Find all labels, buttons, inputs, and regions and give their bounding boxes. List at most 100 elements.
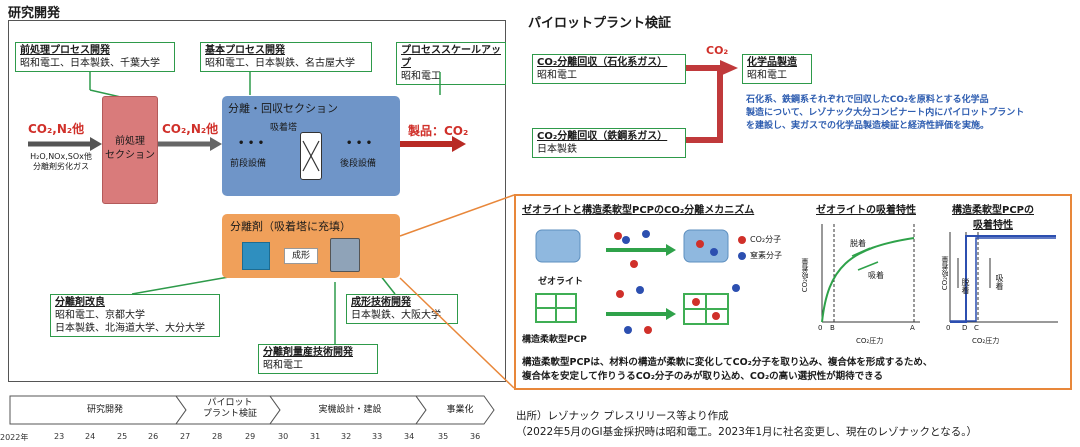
basic-dev-members: 昭和電工、日本製鉄、名古屋大学 [205,58,355,69]
pcp-chart-title-1: 構造柔軟型PCPの [952,205,1034,216]
zeolite-adsorb: 吸着 [868,271,884,280]
sorbent-improve-box: 分離剤改良 昭和電工、京都大学 日本製鉄、北海道大学、大分大学 [50,294,220,337]
product-label: 製品：CO₂ [408,124,469,138]
basic-dev-box: 基本プロセス開発 昭和電工、日本製鉄、名古屋大学 [200,42,372,72]
forming-label: 成形 [291,251,310,261]
year-11: 33 [372,432,383,441]
separation-title: 分離・回収セクション [228,102,338,115]
petro-title: CO₂分離回収（石化系ガス） [537,57,668,68]
mechanism-illustration [535,229,746,334]
year-8: 30 [278,432,289,441]
zeolite-isotherm-chart [821,224,920,323]
pilot-co2-tag: CO₂ [706,44,729,57]
pilot-desc-line-1: 石化系、鉄鋼系それぞれで回収したCO₂を原料とする化学品 [746,95,989,105]
phase-design: 実機設計・建設 [318,405,382,415]
mass-dev-members: 昭和電工 [263,360,303,371]
rear-equipment: 後段設備 [340,159,377,169]
pcp-x-axis: CO₂圧力 [972,337,1000,345]
year-12: 34 [404,432,415,441]
pcp-desorb: 脱着 [961,278,970,294]
chem-box: 化学品製造 昭和電工 [742,54,812,84]
sorbent-improve-line2: 日本製鉄、北海道大学、大分大学 [55,323,205,334]
pretreat-label-1: 前処理 [115,136,145,147]
year-5: 27 [180,432,191,441]
separation-section: 分離・回収セクション 吸着塔 • • • 前段設備 • • • 後段設備 [222,96,400,196]
mass-dev-box: 分離剤量産技術開発 昭和電工 [258,344,378,374]
basic-dev-title: 基本プロセス開発 [205,45,285,56]
mechanism-panel: ゼオライトと構造柔軟型PCPのCO₂分離メカニズム ゼオライトの吸着特性 構造柔… [514,194,1072,390]
phase-rnd: 研究開発 [86,405,123,415]
pcp-tick-0: 0 [946,324,951,332]
timeline-arrows [9,395,495,425]
mechanism-title: ゼオライトと構造柔軟型PCPのCO₂分離メカニズム [522,205,755,216]
year-3: 25 [117,432,128,441]
zeolite-y-axis: CO₂吸着量 [801,258,809,293]
steel-box: CO₂分離回収（鉄鋼系ガス） 日本製鉄 [532,128,686,158]
sorbent-powder-image [242,242,270,270]
legend-co2: CO₂分子 [750,235,782,244]
pretreat-dev-box: 前処理プロセス開発 昭和電工、日本製鉄、千葉大学 [15,42,175,72]
chem-title: 化学品製造 [747,57,797,68]
pilot-desc-line-2: 製造について、レゾナック大分コンビナート内にパイロットプラント [746,108,1025,118]
year-1: 23 [54,432,65,441]
adsorber-column [300,132,322,180]
pcp-tick-d: D [962,324,968,332]
zeolite-tick-a: A [910,324,915,332]
pretreat-dev-title: 前処理プロセス開発 [20,45,110,56]
zeolite-x-axis: CO₂圧力 [856,337,884,345]
input-sub-labels: H₂O,NOx,SOx他 分離剤劣化ガス [24,152,98,172]
pilot-desc-line-3: を建設し、実ガスでの化学品製造検証と経済性評価を実施。 [746,121,990,131]
sorbent-section: 分離剤（吸着塔に充填） 成形 [222,214,400,278]
section-title-pilot: パイロットプラント検証 [528,16,672,31]
front-equipment: 前段設備 [230,159,267,169]
forming-dev-box: 成形技術開発 日本製鉄、大阪大学 [346,294,458,324]
chem-members: 昭和電工 [747,70,787,81]
phase-commercial: 事業化 [446,405,474,415]
pretreat-dev-members: 昭和電工、日本製鉄、千葉大学 [20,58,160,69]
pilot-description: 石化系、鉄鋼系それぞれで回収したCO₂を原料とする化学品 製造について、レゾナッ… [746,94,1076,133]
zeolite-tick-b: B [830,324,835,332]
zeolite-chart-title: ゼオライトの吸着特性 [816,205,916,216]
pcp-tick-c: C [974,324,979,332]
year-13: 35 [438,432,449,441]
steel-members: 日本製鉄 [537,144,577,155]
scaleup-title: プロセススケールアップ [401,45,501,69]
zeolite-tick-0: 0 [818,324,823,332]
petro-box: CO₂分離回収（石化系ガス） 昭和電工 [532,54,686,84]
steel-title: CO₂分離回収（鉄鋼系ガス） [537,131,668,142]
year-0: 2022年 [0,433,29,442]
section-title-rnd: 研究開発 [8,6,61,21]
input-sub1: H₂O,NOx,SOx他 [30,152,92,161]
pcp-adsorb: 吸着 [995,274,1004,290]
pcp-label: 構造柔軟型PCP [522,335,587,345]
pcp-isotherm-chart [949,232,1058,323]
year-9: 31 [310,432,321,441]
forming-dev-title: 成形技術開発 [351,297,411,308]
scaleup-box: プロセススケールアップ 昭和電工 [396,42,506,85]
year-14: 36 [470,432,481,441]
mechanism-caption: 構造柔軟型PCPは、材料の構造が柔軟に変化してCO₂分子を取り込み、複合体を形成… [522,356,932,384]
year-6: 28 [212,432,223,441]
adsorber-label: 吸着塔 [270,123,298,133]
sorbent-improve-title: 分離剤改良 [55,297,105,308]
pcp-y-axis: CO₂吸着量 [941,256,949,291]
pcp-chart-title-2: 吸着特性 [973,220,1013,231]
rnd-frame [8,20,506,382]
pilot-flow-arrows [686,60,738,143]
sorbent-pellets-image [330,238,360,272]
left-connectors [28,72,466,345]
adsorber-x-icon [302,140,320,172]
source-note: 出所）レゾナック プレスリリース等より作成 （2022年5月のGI基金採択時は昭… [516,408,977,440]
year-2: 24 [85,432,96,441]
mass-dev-title: 分離剤量産技術開発 [263,347,353,358]
year-10: 32 [341,432,352,441]
legend-n2: 窒素分子 [750,251,782,260]
petro-members: 昭和電工 [537,70,577,81]
source-line-1: 出所）レゾナック プレスリリース等より作成 [516,410,729,422]
rear-dots: • • • [346,138,373,149]
caption-line-1: 構造柔軟型PCPは、材料の構造が柔軟に変化してCO₂分子を取り込み、複合体を形成… [522,357,933,368]
pcp-chart-title: 構造柔軟型PCPの 吸着特性 [948,201,1038,231]
input-co2-n2: CO₂,N₂他 [28,122,85,136]
forming-arrow: 成形 [284,248,318,264]
